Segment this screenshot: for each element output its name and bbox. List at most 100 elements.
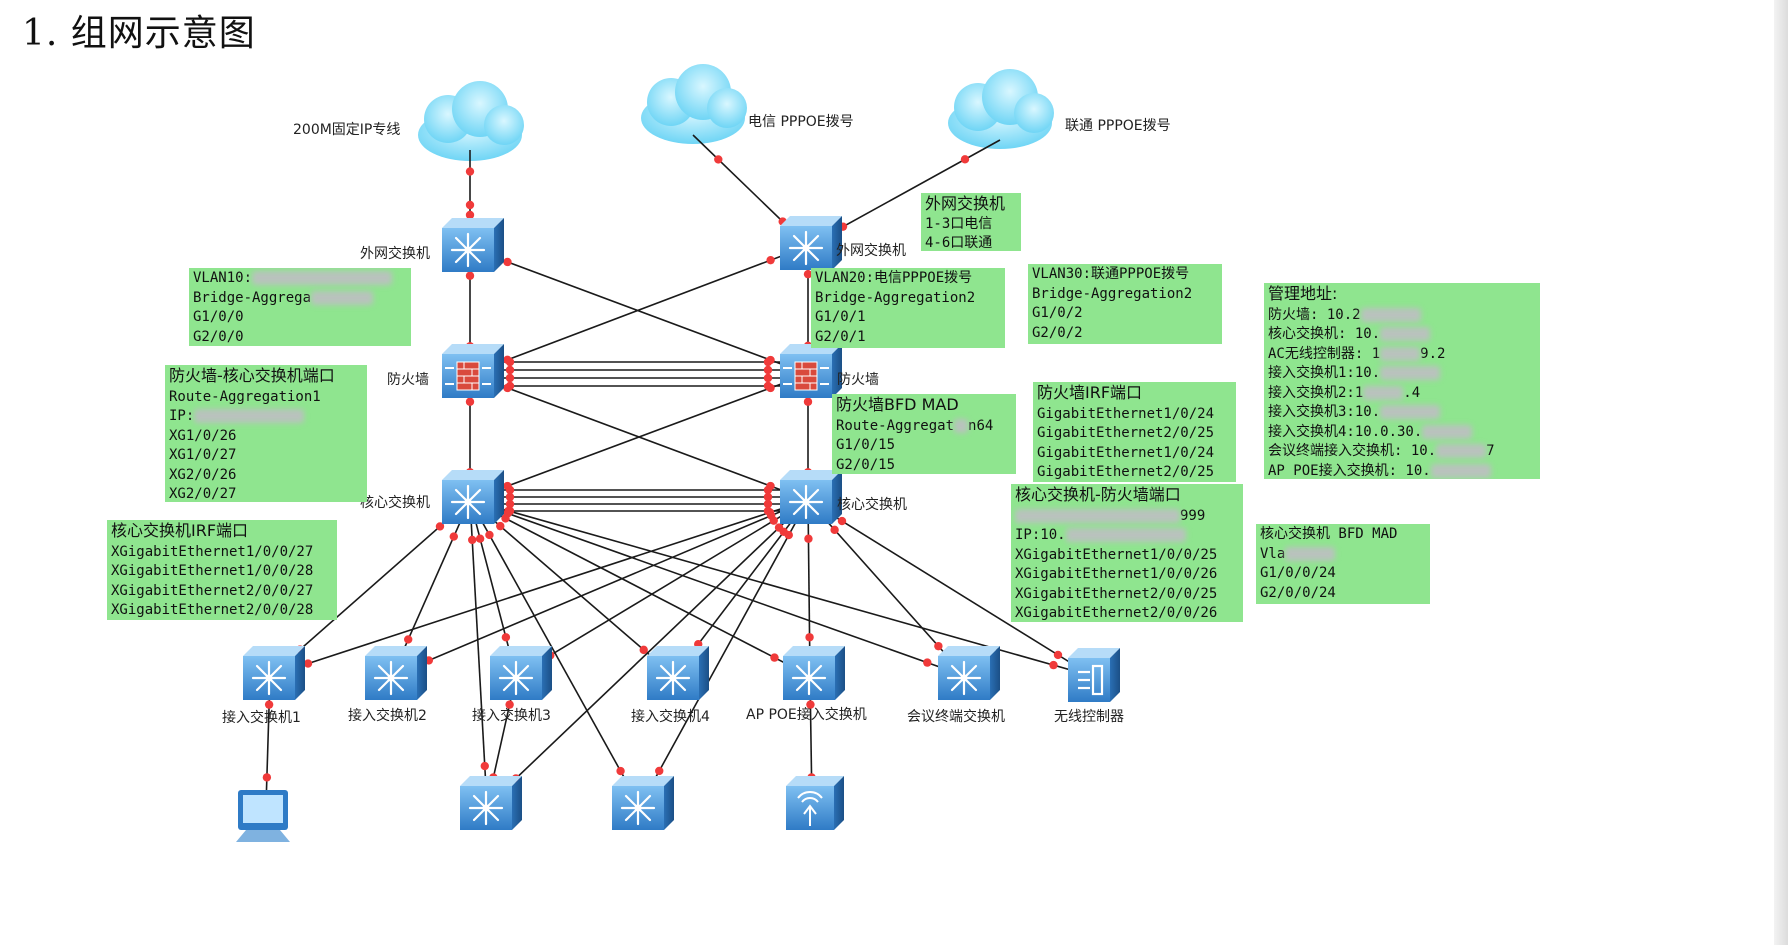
port-dot — [505, 700, 514, 709]
port-dot — [714, 155, 723, 164]
port-dot — [770, 653, 779, 662]
port-dot — [763, 357, 773, 367]
conference-switch-icon[interactable] — [936, 644, 1002, 702]
port-dot — [639, 645, 648, 655]
cloud-label-telecom: 电信 PPPOE拨号 — [748, 114, 854, 130]
network-link — [515, 499, 809, 677]
port-dot — [763, 506, 773, 516]
port-dot — [404, 635, 413, 644]
cloud-icon — [948, 69, 1054, 149]
firewall-left-label: 防火墙 — [387, 372, 429, 388]
wireless-controller-icon[interactable] — [1066, 646, 1122, 704]
firewall-irf-ports-note: 防火墙IRF端口 GigabitEthernet1/0/24 GigabitEt… — [1033, 382, 1236, 482]
port-dot — [465, 200, 475, 210]
port-dot — [264, 700, 274, 709]
network-link — [469, 245, 809, 375]
cloud-icon — [641, 64, 747, 144]
cloud-icon — [418, 81, 524, 161]
port-dot — [806, 700, 815, 709]
external-switch-left-label: 外网交换机 — [360, 245, 430, 262]
network-link — [391, 499, 809, 677]
port-dot — [505, 499, 515, 509]
ap-poe-switch-icon[interactable] — [781, 644, 847, 702]
port-dot — [303, 659, 313, 668]
firewall-right-label: 防火墙 — [837, 372, 879, 388]
core-switch-right-label: 核心交换机 — [837, 496, 907, 513]
port-dot — [475, 534, 485, 543]
network-link — [469, 247, 809, 375]
core-switch-right-icon[interactable] — [778, 468, 844, 526]
port-dot — [616, 766, 625, 776]
port-dot — [960, 155, 970, 164]
port-dot — [501, 633, 511, 642]
access-switch-3-icon[interactable] — [488, 644, 554, 702]
access-switch-2-label: 接入交换机2 — [348, 707, 427, 724]
port-dot — [763, 373, 773, 383]
cloud-label-unicom: 联通 PPPOE拨号 — [1065, 118, 1171, 134]
cloud-label-dedicated: 200M固定IP专线 — [293, 122, 400, 138]
port-dot — [766, 255, 775, 265]
port-dot — [505, 485, 515, 495]
port-dot — [505, 492, 515, 502]
network-link — [469, 499, 488, 807]
port-dot — [1049, 660, 1058, 670]
port-dot — [769, 516, 778, 525]
port-dot — [505, 357, 515, 367]
port-dot — [655, 766, 664, 776]
port-dot — [774, 523, 784, 532]
access-point-icon[interactable] — [785, 775, 845, 831]
firewall-left-icon[interactable] — [441, 343, 505, 399]
access-switch-4-label: 接入交换机4 — [631, 708, 710, 725]
external-switch-right-icon[interactable] — [778, 214, 844, 272]
firewall-right-icon[interactable] — [779, 343, 843, 399]
network-link — [486, 499, 809, 807]
page-title: 1. 组网示意图 — [22, 13, 256, 54]
port-dot — [485, 530, 494, 540]
port-dot — [465, 210, 475, 220]
access-switch-4-icon[interactable] — [645, 644, 711, 702]
port-dot — [505, 365, 515, 375]
network-link — [469, 499, 966, 677]
access-switch-1-icon[interactable] — [241, 644, 307, 702]
network-link — [469, 499, 811, 677]
network-link — [469, 499, 675, 677]
port-dot — [505, 373, 515, 383]
port-dot — [435, 522, 445, 531]
port-dot — [923, 658, 932, 667]
port-dot — [449, 532, 458, 541]
sub-switch-icon[interactable] — [610, 774, 676, 832]
pc-icon[interactable] — [236, 790, 290, 842]
external-switch-left-icon[interactable] — [440, 216, 506, 274]
network-link — [469, 499, 641, 807]
vlan20-note: VLAN20:电信PPPOE拨号 Bridge-Aggregation2 G1/… — [811, 268, 1005, 348]
port-dot — [837, 516, 847, 526]
core-switch-left-icon[interactable] — [440, 468, 506, 526]
network-link — [639, 499, 809, 807]
port-dot — [503, 257, 512, 267]
port-dot — [804, 534, 813, 543]
port-dot — [1053, 650, 1063, 660]
vlan30-note: VLAN30:联通PPPOE拨号 Bridge-Aggregation2 G1/… — [1028, 264, 1222, 344]
scrollbar[interactable] — [1774, 0, 1788, 945]
core-bfd-mad-note: 核心交换机 BFD MAD Vla G1/0/0/24 G2/0/0/24 — [1256, 524, 1430, 604]
port-dot — [763, 365, 773, 375]
access-switch-2-icon[interactable] — [363, 644, 429, 702]
port-dot — [805, 633, 814, 642]
firewall-core-ports-note: 防火墙-核心交换机端口 Route-Aggregation1 IP: XG1/0… — [165, 365, 367, 502]
port-dot — [763, 499, 773, 509]
vlan10-note: VLAN10: Bridge-Aggrega G1/0/0 G2/0/0 — [189, 268, 411, 346]
core-switch-left-label: 核心交换机 — [360, 494, 430, 511]
port-dot — [480, 761, 489, 771]
ap-poe-switch-label: AP POE接入交换机 — [746, 706, 867, 723]
port-dot — [262, 773, 272, 782]
sub-switch-icon[interactable] — [458, 774, 524, 832]
port-dot — [763, 492, 773, 502]
port-dot — [465, 167, 475, 176]
port-dot — [468, 535, 477, 545]
external-switch-right-label: 外网交换机 — [836, 242, 906, 259]
port-dot — [505, 506, 515, 516]
access-switch-3-label: 接入交换机3 — [472, 707, 551, 724]
